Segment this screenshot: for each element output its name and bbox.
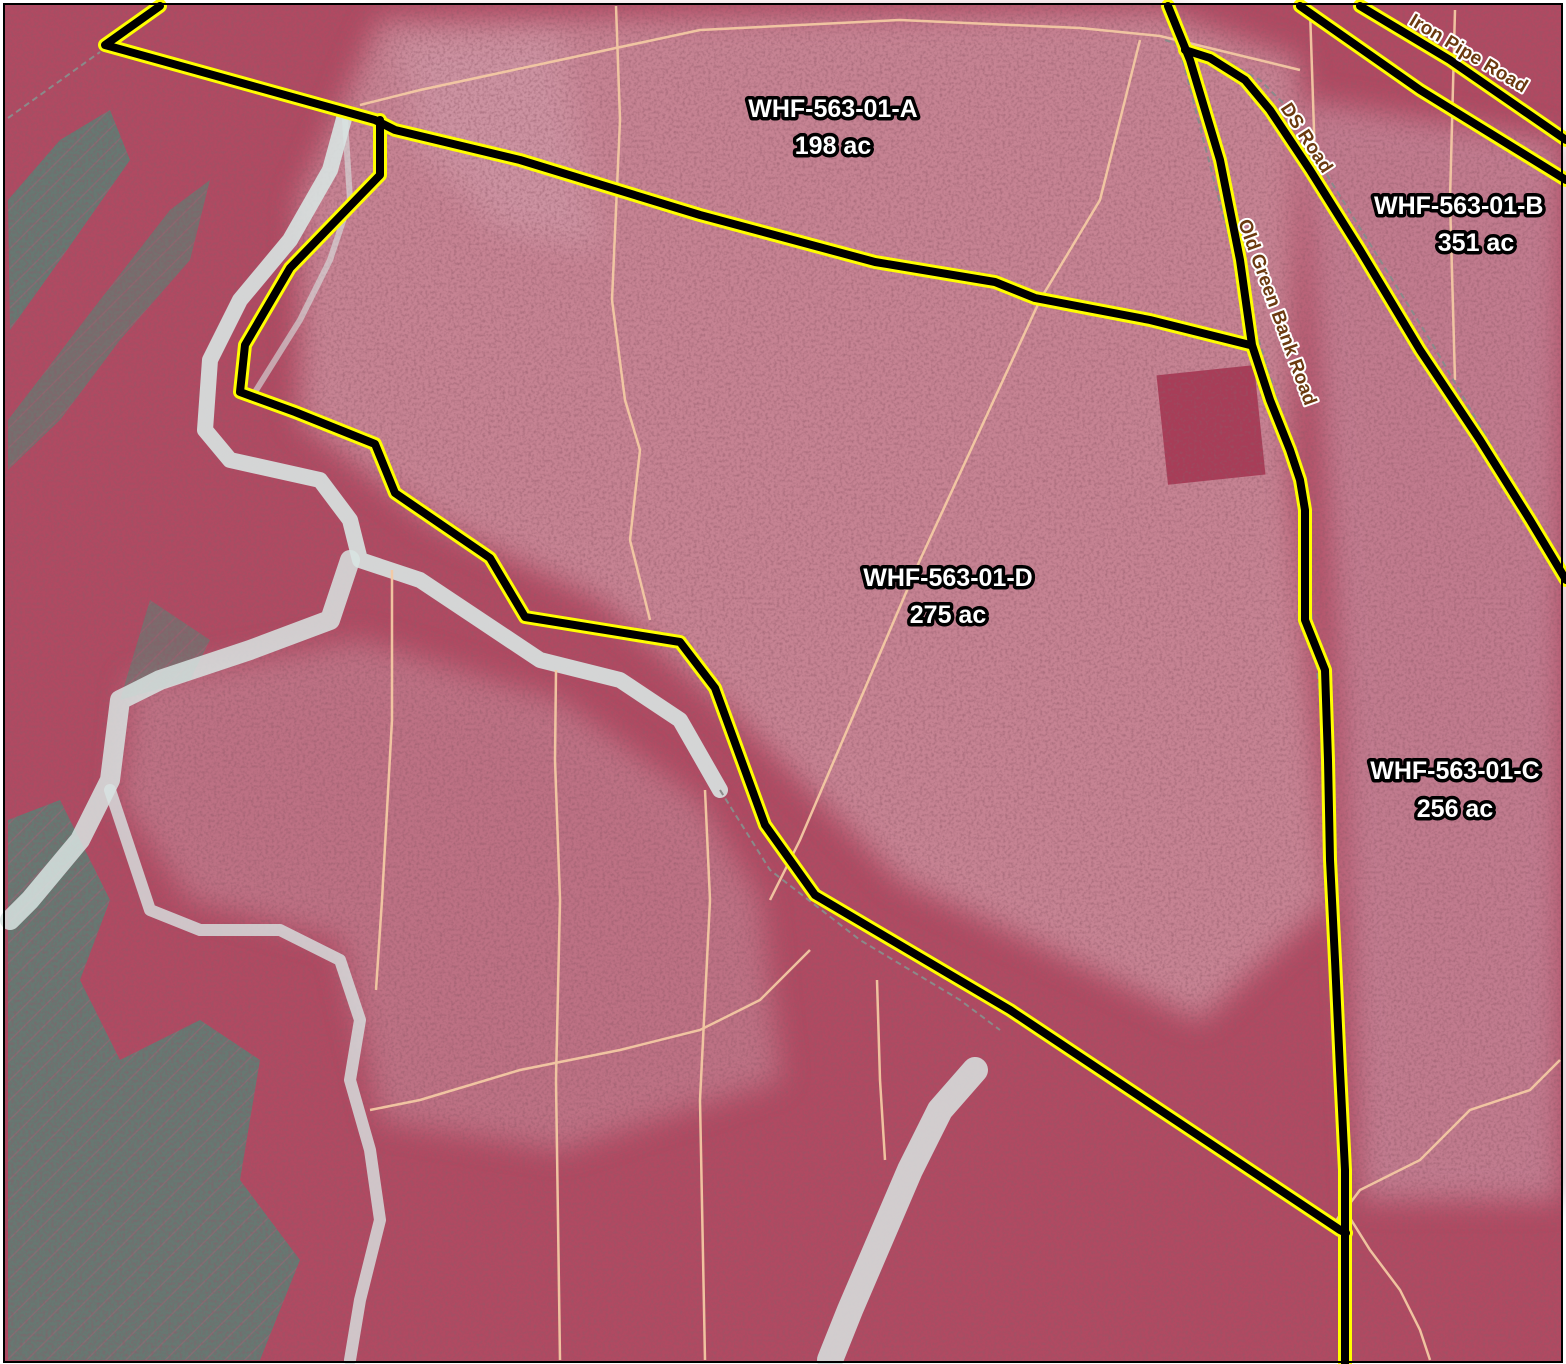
trails — [359, 5, 1561, 1361]
stand-label-b[interactable]: WHF-563-01-B 351 ac — [1371, 189, 1547, 261]
stand-id: WHF-563-01-D — [863, 564, 1032, 592]
stand-id: WHF-563-01-C — [1370, 757, 1539, 785]
stream-corridors — [0, 107, 988, 1364]
stand-area: 256 ac — [1417, 795, 1494, 823]
map-border — [3, 3, 1563, 1363]
stand-area: 351 ac — [1438, 229, 1515, 257]
stand-id: WHF-563-01-B — [1374, 192, 1543, 220]
stand-boundaries — [98, 0, 1566, 1364]
stand-label-a[interactable]: WHF-563-01-A 198 ac — [745, 92, 921, 164]
stand-id: WHF-563-01-A — [748, 95, 917, 123]
stand-area: 275 ac — [910, 601, 987, 629]
stand-area: 198 ac — [795, 132, 872, 160]
stand-label-c[interactable]: WHF-563-01-C 256 ac — [1367, 754, 1543, 827]
stand-label-d[interactable]: WHF-563-01-D 275 ac — [860, 561, 1036, 633]
